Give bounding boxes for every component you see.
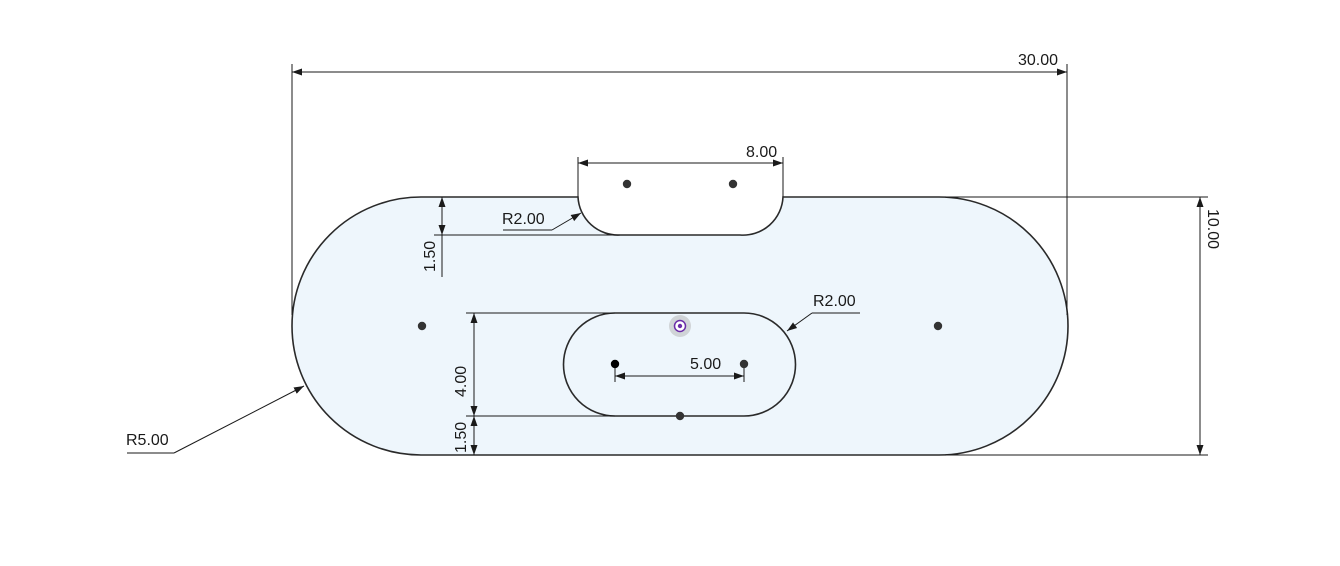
dimension-top-slot-radius[interactable]: R2.00 <box>502 211 582 231</box>
dimension-end-radius-text: R5.00 <box>126 432 169 449</box>
dimension-overall-length[interactable]: 30.00 <box>291 52 1068 315</box>
dimension-inner-slot-radius[interactable]: R2.00 <box>786 293 860 332</box>
sketch-points <box>417 179 943 421</box>
dimension-bottom-offset[interactable]: 1.50 <box>453 416 478 455</box>
sketch-point[interactable] <box>417 321 427 331</box>
origin-point-icon[interactable] <box>669 315 691 337</box>
sketch-point[interactable] <box>675 411 685 421</box>
inner-slot[interactable] <box>562 312 797 417</box>
dimension-inner-slot-radius-text: R2.00 <box>813 293 856 310</box>
dimension-end-radius[interactable]: R5.00 <box>126 385 305 454</box>
dimension-top-slot-depth[interactable]: 1.50 <box>422 197 620 277</box>
dimension-top-slot-width[interactable]: 8.00 <box>577 144 784 197</box>
dimension-overall-height[interactable]: 10.00 <box>945 196 1221 456</box>
dimension-inner-slot-center-distance[interactable]: 5.00 <box>614 356 745 382</box>
sketch-point[interactable] <box>728 179 738 189</box>
dimension-bottom-offset-text: 1.50 <box>453 422 470 453</box>
dimension-inner-slot-height-text: 4.00 <box>453 366 470 397</box>
sketch-point[interactable] <box>610 359 620 369</box>
sketch-point[interactable] <box>933 321 943 331</box>
dimension-inner-slot-center-distance-text: 5.00 <box>690 356 721 373</box>
sketch-point[interactable] <box>622 179 632 189</box>
dimension-top-slot-radius-text: R2.00 <box>502 211 545 228</box>
dimension-top-slot-depth-text: 1.50 <box>422 241 439 272</box>
dimension-inner-slot-height[interactable]: 4.00 <box>453 312 615 417</box>
sketch-point[interactable] <box>739 359 749 369</box>
dimension-top-slot-width-text: 8.00 <box>746 144 777 161</box>
dimension-overall-length-text: 30.00 <box>1018 52 1058 69</box>
dimension-overall-height-text: 10.00 <box>1204 209 1221 249</box>
